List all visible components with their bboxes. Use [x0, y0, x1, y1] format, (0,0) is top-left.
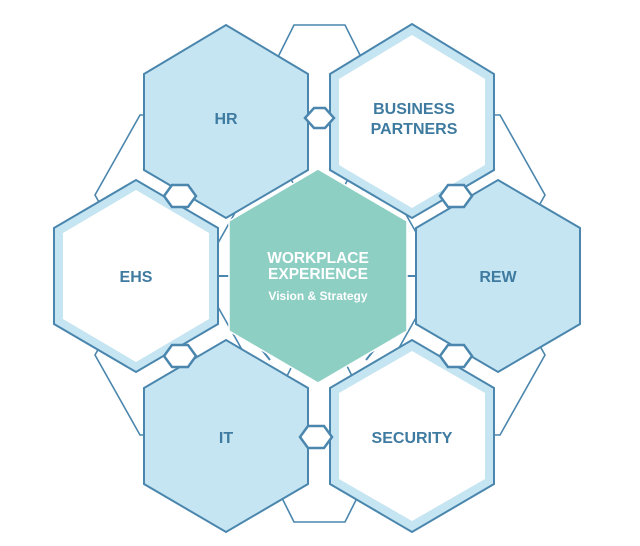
- node-hex-lower-right: [438, 343, 474, 369]
- hex-business-partners: BUSINESS PARTNERS: [329, 22, 495, 220]
- center-title-line2: EXPERIENCE: [268, 266, 368, 283]
- hex-security: SECURITY: [329, 338, 495, 534]
- hex-hr-label: HR: [214, 111, 238, 128]
- node-hex-lower-left: [162, 343, 198, 369]
- hex-rew: REW: [415, 178, 581, 374]
- node-hex-bottom: [298, 424, 334, 450]
- hex-ehs-inner: [63, 190, 209, 362]
- hex-it: IT: [143, 338, 309, 534]
- hex-hr: HR: [143, 23, 309, 220]
- hex-security-inner: [339, 351, 485, 521]
- hex-business-partners-inner: [339, 35, 485, 208]
- hex-business-partners-label-line1: BUSINESS: [373, 101, 455, 118]
- hex-business-partners-label-line2: PARTNERS: [371, 121, 458, 138]
- hex-it-shape: [143, 338, 309, 534]
- node-hex-upper-right: [438, 183, 474, 209]
- connector-nodes: [162, 106, 474, 450]
- center-title-line1: WORKPLACE: [267, 250, 369, 267]
- hex-it-label: IT: [219, 430, 233, 447]
- hex-rew-shape: [415, 178, 581, 374]
- hex-ehs-label: EHS: [120, 269, 153, 286]
- hex-ehs: EHS: [53, 178, 219, 374]
- hex-security-label: SECURITY: [372, 430, 453, 447]
- node-hex-top: [303, 106, 336, 130]
- node-hex-upper-left: [162, 183, 198, 209]
- hex-hr-shape: [143, 23, 309, 220]
- center-subtitle: Vision & Strategy: [268, 289, 367, 303]
- hex-center: WORKPLACE EXPERIENCE Vision & Strategy: [228, 168, 408, 384]
- hex-center-shape: [228, 168, 408, 384]
- hex-rew-label: REW: [479, 269, 517, 286]
